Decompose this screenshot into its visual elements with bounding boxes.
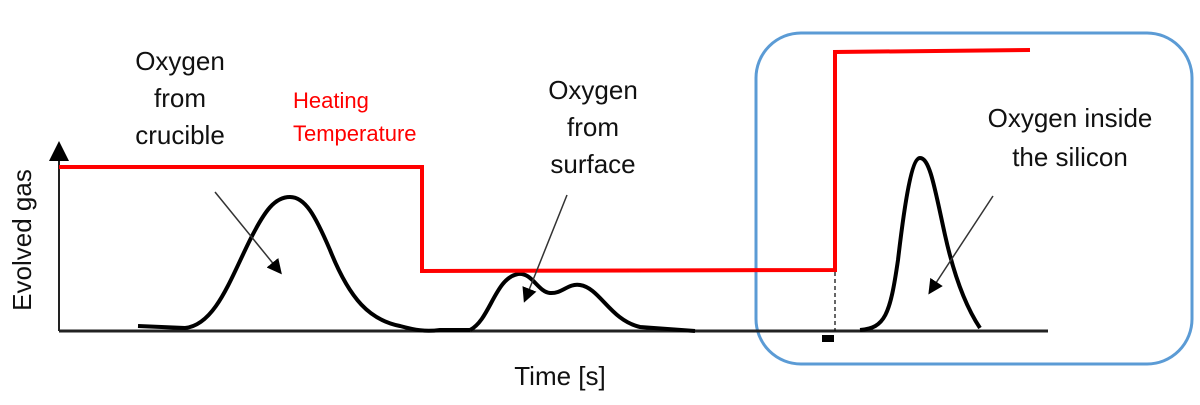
x-axis-label: Time [s]	[514, 361, 605, 391]
surface-label-line1: Oxygen	[548, 75, 638, 105]
crucible-peak-curve	[137, 195, 470, 333]
crucible-label-line3: crucible	[135, 120, 225, 150]
surface-arrow	[522, 194, 568, 303]
silicon-arrow	[928, 195, 994, 295]
highlight-box	[754, 31, 1194, 366]
surface-label-line3: surface	[550, 149, 635, 179]
surface-label-line2: from	[567, 112, 619, 142]
crucible-label-line2: from	[154, 83, 206, 113]
silicon-label-line1: Oxygen inside	[988, 103, 1153, 133]
heating-temperature-line	[59, 48, 1031, 274]
silicon-label-line2: the silicon	[1012, 142, 1128, 172]
heating-label-line2: Temperature	[293, 121, 417, 146]
crucible-arrow	[214, 191, 282, 275]
silicon-peak-curve	[859, 156, 982, 332]
crucible-label-line1: Oxygen	[135, 46, 225, 76]
y-axis-label: Evolved gas	[7, 169, 37, 311]
surface-peak-curve	[468, 271, 696, 333]
baseline-mark	[822, 335, 834, 342]
heating-label-line1: Heating	[293, 88, 369, 113]
